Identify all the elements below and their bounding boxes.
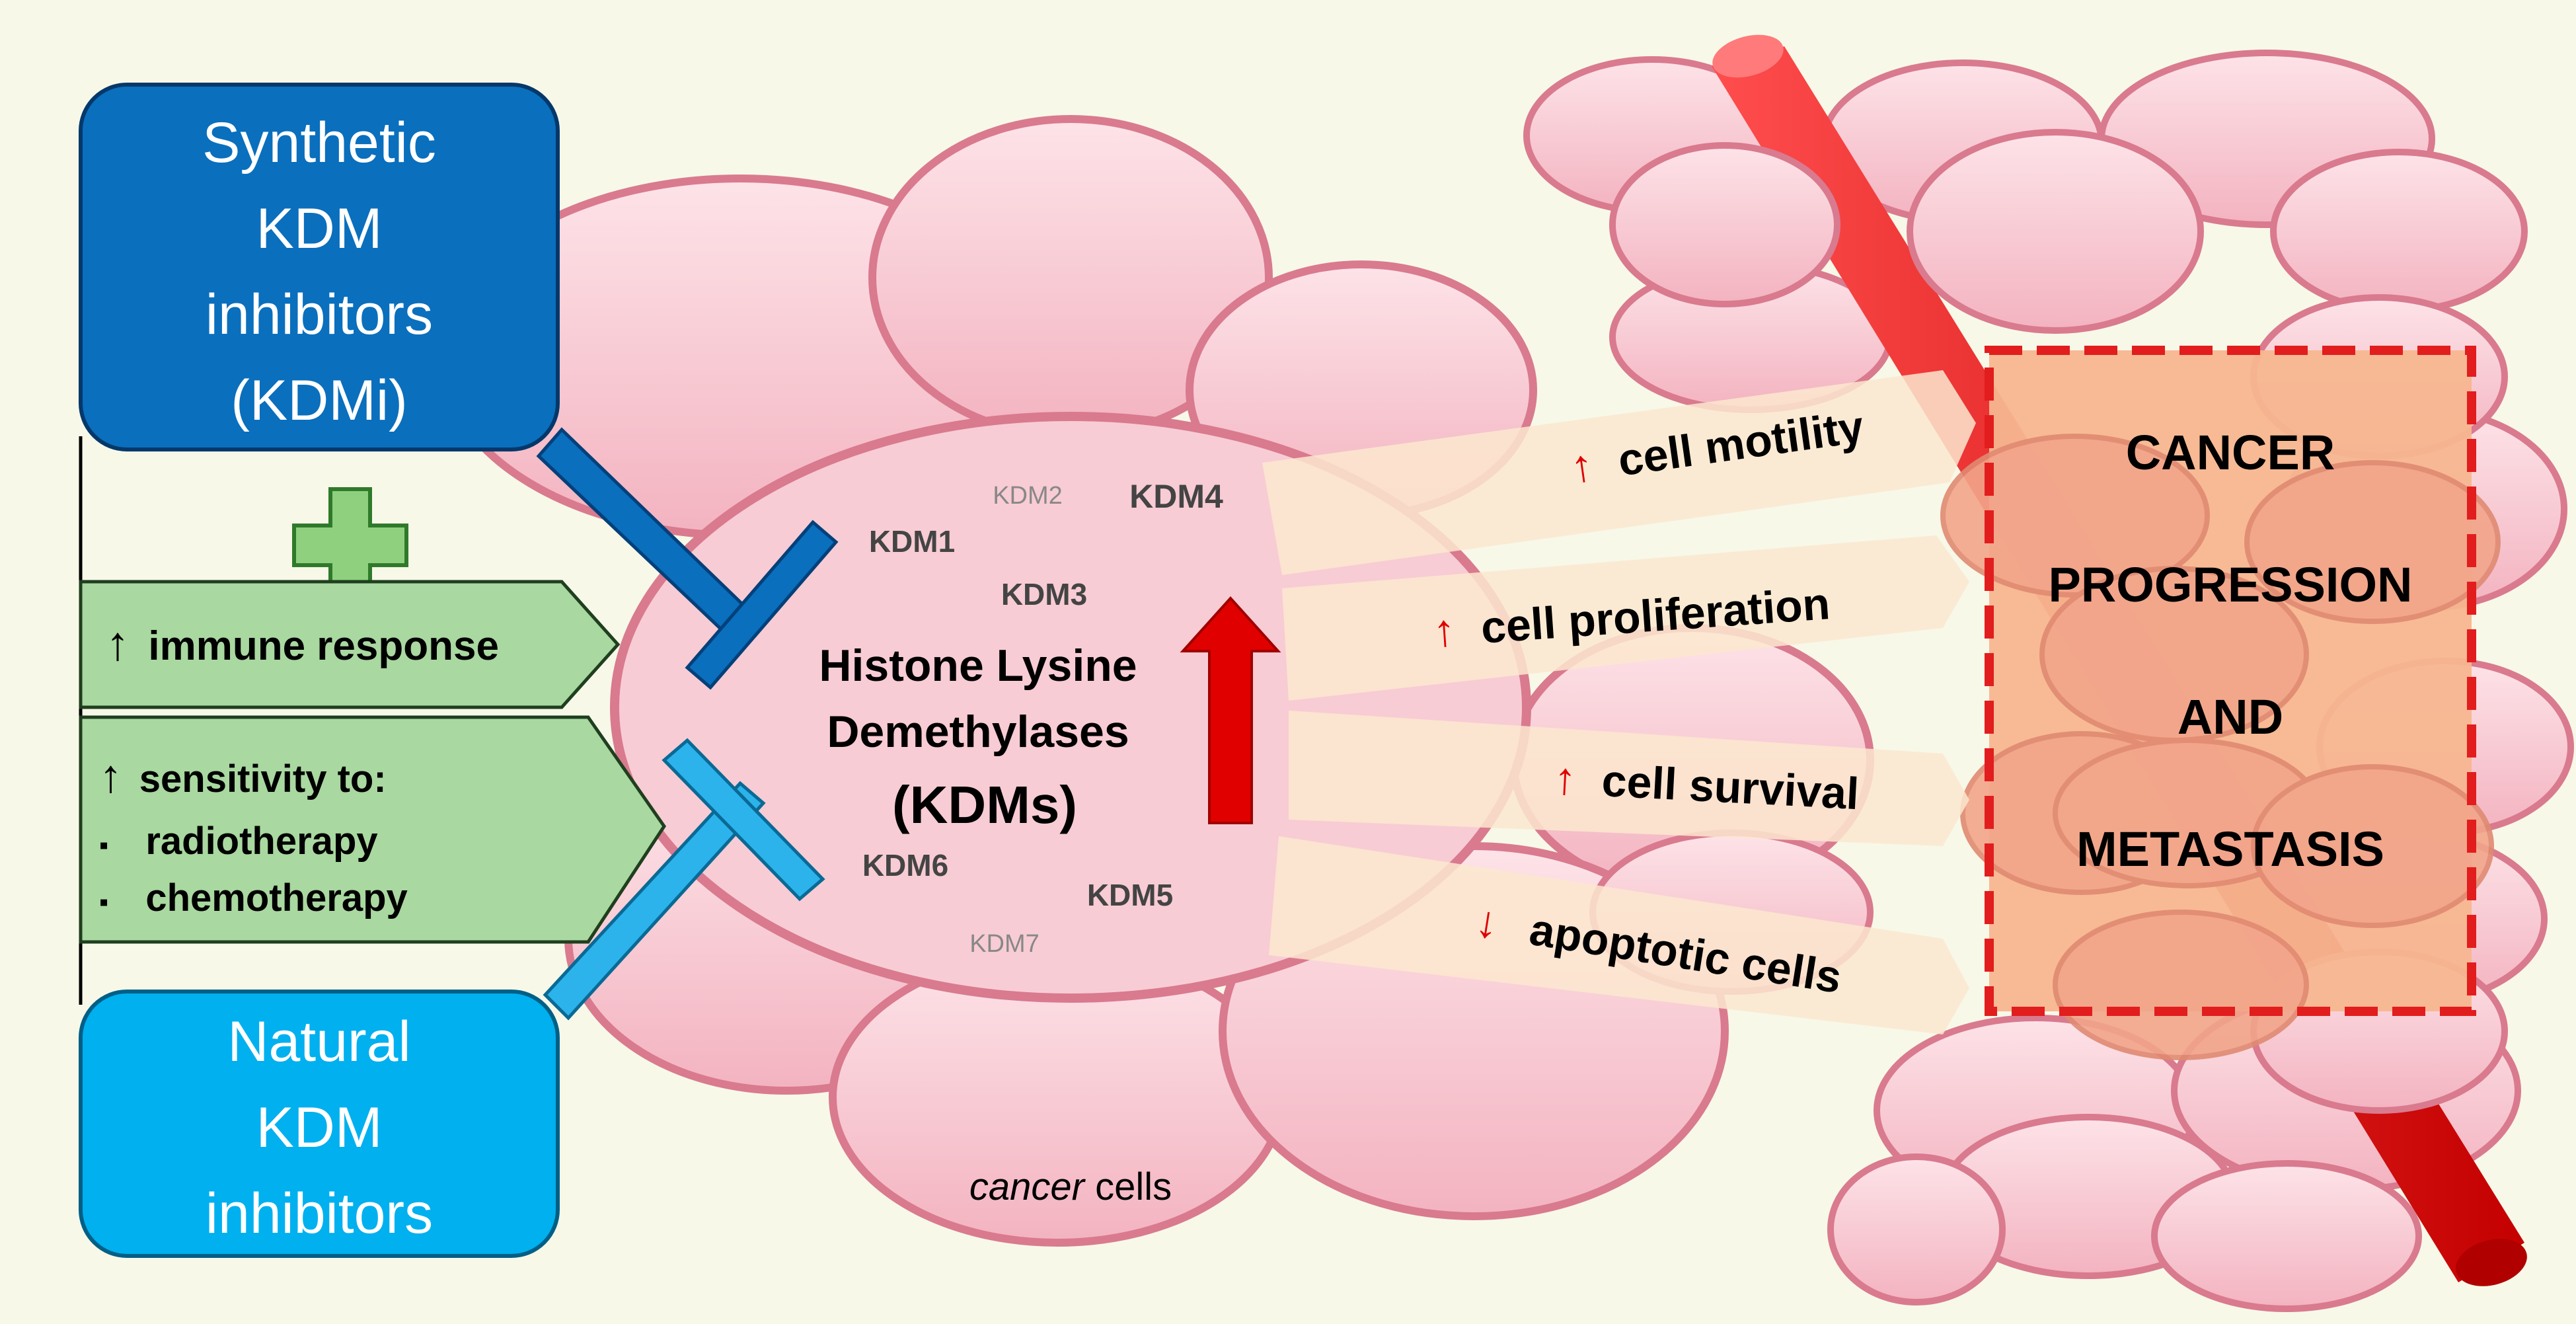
outcome-cells: [1940, 434, 2501, 1060]
effect-apoptotic-cells: ↓ apoptotic cells: [1269, 836, 1969, 1034]
effect-cell-motility: ↑ cell motility: [1262, 370, 1976, 575]
natural-line-1: Natural: [227, 1010, 410, 1073]
up-arrow-icon: ↑: [106, 617, 130, 670]
kdm5-label: KDM5: [1087, 878, 1173, 912]
natural-line-2: KDM: [256, 1096, 382, 1159]
sensitivity-item-2: ▪ chemotherapy: [99, 876, 408, 919]
kdm-up-arrow: [1180, 596, 1281, 824]
synthetic-line-2: KDM: [256, 197, 382, 260]
effect-arrow-symbol: ↑: [1552, 753, 1577, 804]
tissue-cell: [1907, 129, 2204, 334]
kdm-title-line-1: Histone Lysine: [819, 641, 1137, 691]
natural-line-3: inhibitors: [206, 1182, 433, 1245]
kdm6-label: KDM6: [862, 848, 948, 882]
outcome-line-3: AND: [2178, 689, 2283, 744]
kdm1-label: KDM1: [869, 524, 955, 559]
synthetic-inhibitors-box: Synthetic KDM inhibitors (KDMi): [79, 83, 560, 451]
tissue-cell: [1609, 142, 1840, 307]
left-panel: Synthetic KDM inhibitors (KDMi) ↑ immune…: [79, 83, 667, 1258]
synthetic-line-1: Synthetic: [202, 111, 436, 175]
kdm4-label: KDM4: [1129, 478, 1223, 515]
synthetic-line-3: inhibitors: [206, 283, 433, 346]
sensitivity-panel: ↑ sensitivity to: ▪ radiotherapy ▪ chemo…: [79, 715, 667, 944]
kdm-title-line-2: Demethylases: [827, 707, 1129, 757]
outcome-region: CANCER PROGRESSION AND METASTASIS: [1940, 346, 2501, 1060]
effect-arrows: ↑ cell motility ↑ cell proliferation ↑ c…: [1262, 370, 1976, 1034]
kdm3-label: KDM3: [1001, 577, 1087, 611]
natural-inhibition-bar: [543, 738, 825, 1021]
sensitivity-item-1: ▪ radiotherapy: [99, 820, 378, 863]
tissue-cell: [2270, 149, 2528, 314]
kdm7-label: KDM7: [969, 930, 1040, 958]
synthetic-inhibition-bar: [536, 427, 839, 690]
effect-cell-survival: ↑ cell survival: [1289, 711, 1969, 846]
effect-cell-proliferation: ↑ cell proliferation: [1282, 535, 1969, 701]
immune-response-panel: ↑ immune response: [79, 580, 621, 709]
inhibition-symbols: [536, 427, 839, 1021]
immune-response-text: ↑ immune response: [106, 617, 499, 670]
cancer-cells-label: cancer cells: [969, 1165, 1172, 1208]
outcome-line-1: CANCER: [2126, 425, 2335, 480]
tissue-cell: [2151, 1160, 2422, 1312]
synthetic-line-4: (KDMi): [231, 369, 408, 432]
outcome-border: [1985, 346, 2476, 1016]
kdm-title-line-3: (KDMs): [892, 775, 1077, 834]
kdm2-label: KDM2: [993, 482, 1063, 510]
outcome-line-4: METASTASIS: [2076, 822, 2384, 876]
effect-arrow-symbol: ↑: [1431, 605, 1457, 656]
up-arrow-icon: ↑: [99, 750, 122, 802]
outcome-line-2: PROGRESSION: [2049, 557, 2413, 612]
natural-inhibitors-box: Natural KDM inhibitors: [79, 990, 560, 1258]
tissue-cell: [1827, 1153, 2006, 1305]
sensitivity-title: ↑ sensitivity to:: [99, 750, 387, 802]
